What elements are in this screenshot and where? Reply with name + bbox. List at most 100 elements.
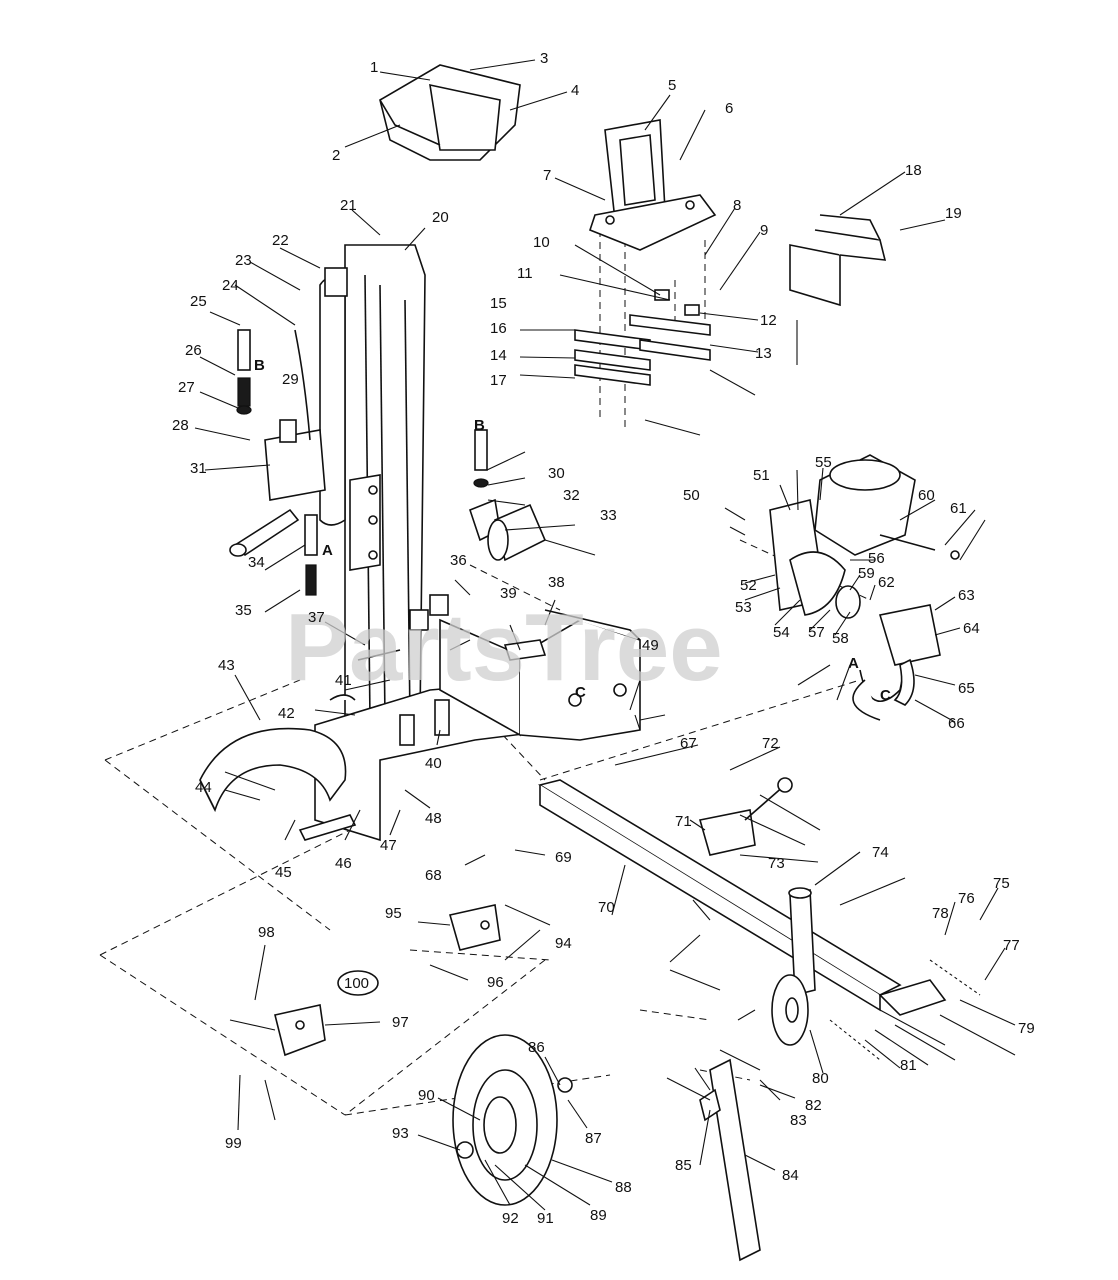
callout: 74	[872, 844, 889, 861]
callout: 88	[615, 1179, 632, 1196]
vertical-beam	[319, 244, 426, 721]
callout: 92	[502, 1210, 519, 1227]
callout: 54	[773, 624, 790, 641]
callout: 8	[733, 197, 741, 214]
callout: 45	[275, 864, 292, 881]
callout: 76	[958, 890, 975, 907]
callout: 59	[858, 565, 875, 582]
callout: 93	[392, 1125, 409, 1142]
fender-boxes	[274, 904, 501, 1057]
engine	[769, 454, 960, 721]
callout: 16	[490, 320, 507, 337]
callout: 75	[993, 875, 1010, 892]
callout: 5	[668, 77, 676, 94]
ref-letter-C: C	[880, 687, 891, 704]
callout: 87	[585, 1130, 602, 1147]
wedge-assembly	[589, 119, 717, 251]
jack-wheel	[771, 974, 809, 1046]
callout: 57	[808, 624, 825, 641]
fender	[199, 727, 357, 841]
base-frame	[314, 594, 641, 842]
callout: 35	[235, 602, 252, 619]
callout-numbers: 1 2 3 4 5 6 7 8 9 10 11 12 13 14 15 16 1…	[172, 50, 1035, 1227]
callout: 33	[600, 507, 617, 524]
callout: 85	[675, 1157, 692, 1174]
top-bracket	[379, 64, 521, 161]
callout: 67	[680, 735, 697, 752]
callout: 15	[490, 295, 507, 312]
callout: 10	[533, 234, 550, 251]
leader-lines	[194, 59, 1016, 1211]
main-wheel	[452, 1034, 573, 1206]
callout: 99	[225, 1135, 242, 1152]
callout: 55	[815, 454, 832, 471]
callout: 7	[543, 167, 551, 184]
callout: 27	[178, 379, 195, 396]
callout: 95	[385, 905, 402, 922]
callout: 79	[1018, 1020, 1035, 1037]
callout: 25	[190, 293, 207, 310]
callout: 61	[950, 500, 967, 517]
callout: 2	[332, 147, 340, 164]
callout: 32	[563, 487, 580, 504]
callout: 82	[805, 1097, 822, 1114]
callout: 62	[878, 574, 895, 591]
callout: 69	[555, 849, 572, 866]
callout: 30	[548, 465, 565, 482]
callout: 89	[590, 1207, 607, 1224]
filter	[469, 498, 547, 562]
hoses	[236, 329, 489, 596]
callout: 53	[735, 599, 752, 616]
reference-letters: B B A A C C	[254, 357, 891, 704]
callout: 17	[490, 372, 507, 389]
control-valve	[229, 329, 326, 557]
ref-letter-B: B	[254, 357, 265, 374]
callout: 84	[782, 1167, 799, 1184]
callout: 43	[218, 657, 235, 674]
callout: 34	[248, 554, 265, 571]
watermark: PartsTree	[285, 594, 723, 701]
callout: 81	[900, 1057, 917, 1074]
callout: 72	[762, 735, 779, 752]
callout: 97	[392, 1014, 409, 1031]
callout: 1	[370, 59, 378, 76]
callout: 18	[905, 162, 922, 179]
callout: 36	[450, 552, 467, 569]
callout: 98	[258, 924, 275, 941]
callout: 49	[642, 637, 659, 654]
callout: 58	[832, 630, 849, 647]
callout: 50	[683, 487, 700, 504]
handle	[699, 1058, 761, 1262]
callout: 42	[278, 705, 295, 722]
callout: 78	[932, 905, 949, 922]
callout: 9	[760, 222, 768, 239]
callout: 29	[282, 371, 299, 388]
callout: 40	[425, 755, 442, 772]
callout: 26	[185, 342, 202, 359]
callout: 90	[418, 1087, 435, 1104]
ref-letter-B: B	[474, 417, 485, 434]
callout: 68	[425, 867, 442, 884]
callout: 41	[335, 672, 352, 689]
callout: 71	[675, 813, 692, 830]
callout: 65	[958, 680, 975, 697]
callout: 83	[790, 1112, 807, 1129]
callout: 3	[540, 50, 548, 67]
callout: 13	[755, 345, 772, 362]
tongue	[537, 777, 947, 1016]
callout: 100	[344, 975, 369, 992]
callout: 86	[528, 1039, 545, 1056]
callout: 56	[868, 550, 885, 567]
callout: 94	[555, 935, 572, 952]
wedge-plates	[574, 289, 711, 386]
ref-letter-A: A	[322, 542, 333, 559]
callout: 28	[172, 417, 189, 434]
callout: 64	[963, 620, 980, 637]
callout: 47	[380, 837, 397, 854]
callout: 21	[340, 197, 357, 214]
callout: 24	[222, 277, 239, 294]
callout: 44	[195, 779, 212, 796]
callout: 96	[487, 974, 504, 991]
callout: 19	[945, 205, 962, 222]
